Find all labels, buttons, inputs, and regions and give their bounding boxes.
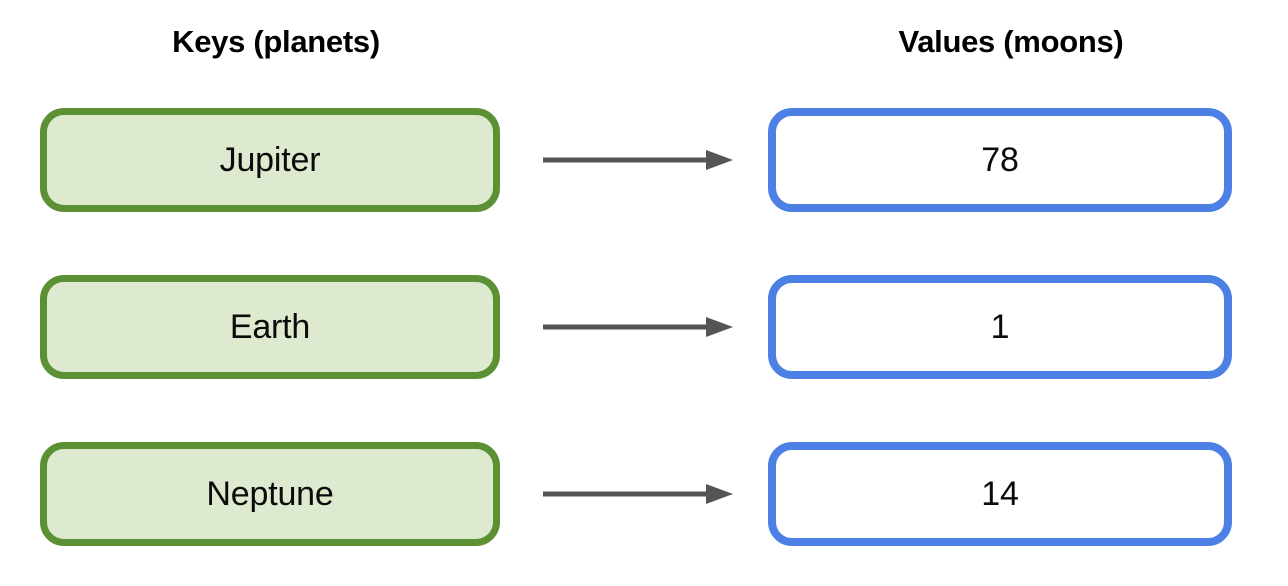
value-box: 14 [768, 442, 1232, 546]
value-label: 78 [981, 140, 1019, 179]
arrow-right-icon [540, 144, 736, 176]
arrow-right-icon [540, 311, 736, 343]
values-column-heading: Values (moons) [898, 24, 1124, 59]
key-box: Jupiter [40, 108, 500, 212]
value-box: 78 [768, 108, 1232, 212]
value-label: 1 [990, 307, 1010, 346]
keys-column-heading: Keys (planets) [172, 24, 380, 59]
key-box: Earth [40, 275, 500, 379]
key-label: Jupiter [219, 140, 321, 179]
value-label: 14 [981, 474, 1019, 513]
mapping-row: Earth 1 [0, 275, 1288, 379]
key-label: Neptune [206, 474, 334, 513]
mapping-row: Jupiter 78 [0, 108, 1288, 212]
key-box: Neptune [40, 442, 500, 546]
value-box: 1 [768, 275, 1232, 379]
mapping-row: Neptune 14 [0, 442, 1288, 546]
arrow-right-icon [540, 478, 736, 510]
key-label: Earth [229, 307, 311, 346]
